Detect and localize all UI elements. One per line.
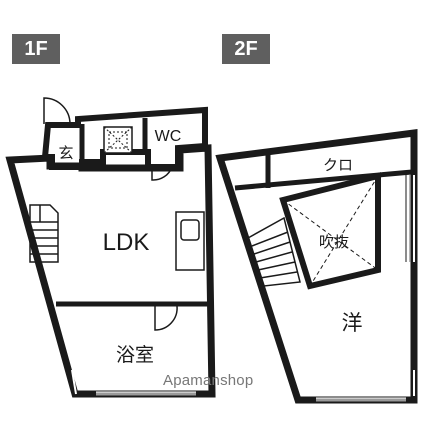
atrium-walls <box>279 172 381 290</box>
closet-wall <box>234 169 413 191</box>
floor-1f-badge: 1F <box>12 34 60 64</box>
window-1f-left <box>71 369 77 395</box>
entrance-label: 玄 <box>58 144 73 162</box>
ldk-label: LDK <box>103 229 150 256</box>
closet-label: クロ <box>323 156 353 174</box>
main-outline-1f <box>5 144 216 398</box>
entrance-door <box>43 97 71 125</box>
western-room-label: 洋 <box>342 311 363 335</box>
floor-plan-1f: 玄 WC LDK 浴室 <box>5 97 216 398</box>
floor-plan-2f: クロ 吹抜 洋 <box>215 129 418 404</box>
watermark-text: Apamanshop <box>163 372 254 389</box>
wc-label: WC <box>155 128 182 145</box>
bath-door <box>154 305 178 331</box>
bathroom-label: 浴室 <box>116 344 154 366</box>
stairs-1f <box>29 204 59 263</box>
atrium-label: 吹抜 <box>319 233 349 251</box>
stairs-2f <box>247 216 301 287</box>
main-outline-2f <box>215 129 418 404</box>
kitchen-sink <box>180 219 200 241</box>
kitchen-counter <box>175 211 205 271</box>
floor-2f-badge: 2F <box>222 34 270 64</box>
